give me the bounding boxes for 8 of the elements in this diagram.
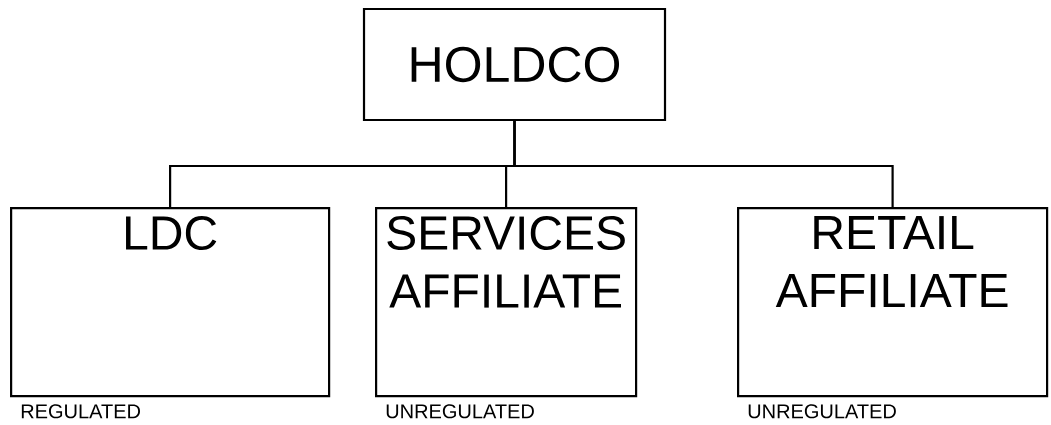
status-label: UNREGULATED: [748, 404, 896, 419]
status-label: REGULATED: [21, 404, 140, 419]
company-box: SERVICES AFFILIATE: [375, 207, 638, 398]
company-box: LDC: [10, 207, 331, 398]
company-box: HOLDCO: [362, 7, 667, 122]
company-box: RETAIL AFFILIATE: [737, 207, 1049, 398]
connector-line: [513, 121, 894, 207]
status-label: UNREGULATED: [386, 404, 534, 419]
